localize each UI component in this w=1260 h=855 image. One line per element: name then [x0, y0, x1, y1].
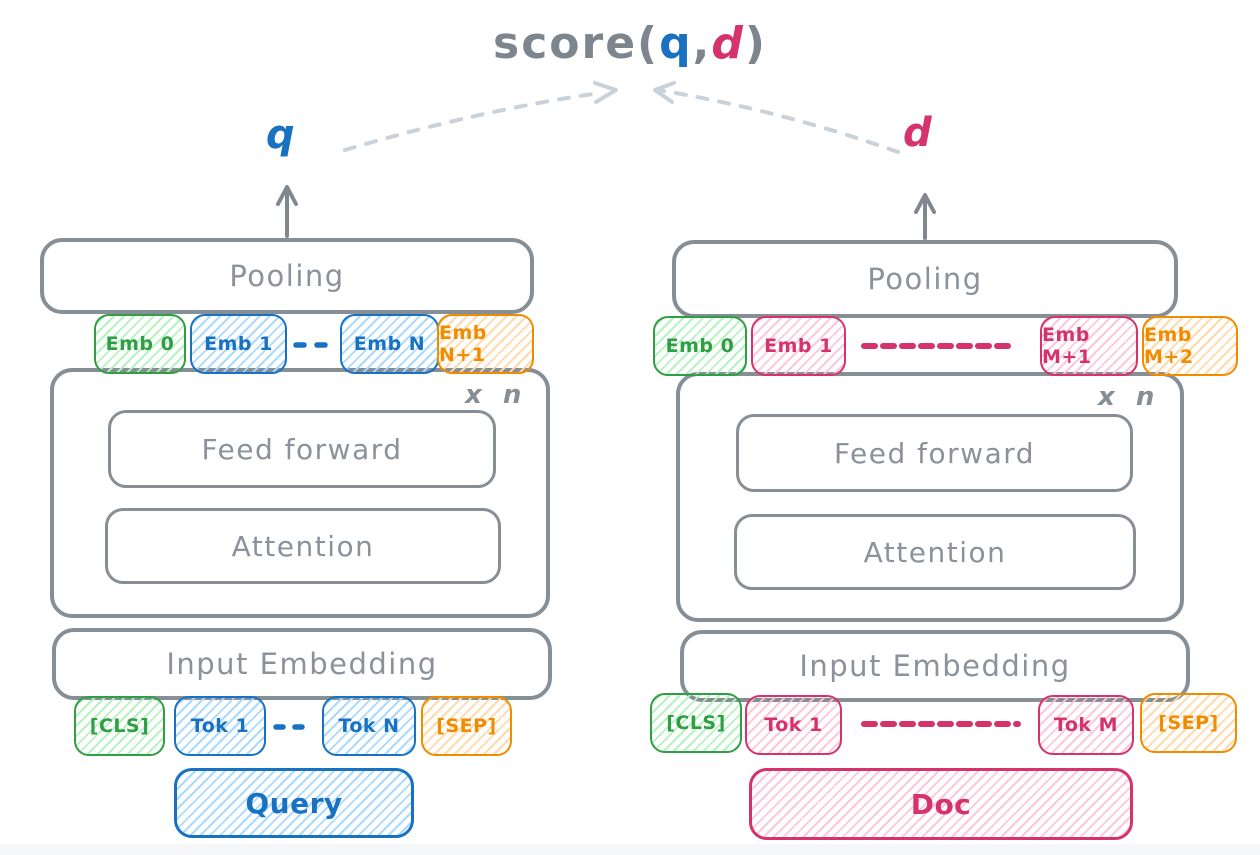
query-feed-forward-label: Feed forward [201, 432, 403, 466]
doc-input-label: Doc [910, 787, 972, 821]
doc-tok-m-chip: Tok M [1038, 695, 1134, 755]
query-encoder-box [50, 368, 550, 618]
query-emb-1-label: Emb 1 [204, 333, 273, 355]
doc-feed-forward-box: Feed forward [736, 414, 1133, 492]
query-tok-n-label: Tok N [338, 715, 400, 737]
query-input-label: Query [245, 786, 343, 820]
doc-attention-label: Attention [863, 535, 1007, 569]
query-output-label: q [266, 112, 295, 158]
doc-output-label: d [903, 110, 932, 156]
query-input-embedding-label: Input Embedding [166, 647, 438, 681]
query-sep-label: [SEP] [436, 715, 497, 737]
doc-input-embedding-label: Input Embedding [799, 649, 1071, 683]
doc-cls-label: [CLS] [666, 712, 726, 734]
doc-pooling-label: Pooling [867, 262, 983, 296]
query-tok-n-chip: Tok N [322, 696, 416, 756]
query-sep-chip: [SEP] [421, 696, 512, 756]
doc-emb-0-chip: Emb 0 [653, 316, 747, 376]
doc-tok-1-label: Tok 1 [764, 714, 823, 736]
query-tok-1-label: Tok 1 [190, 715, 250, 737]
query-score-dashed-arrow [343, 81, 618, 152]
doc-attention-box: Attention [734, 514, 1136, 590]
query-feed-forward-box: Feed forward [108, 410, 496, 488]
score-title-d: d [711, 18, 745, 69]
query-output-arrow [276, 185, 298, 238]
score-title-prefix: score( [493, 18, 660, 69]
query-emb-0-chip: Emb 0 [94, 314, 186, 374]
query-emb-n1-label: Emb N+1 [439, 322, 487, 366]
query-pooling-box: Pooling [40, 238, 534, 314]
doc-emb-1-chip: Emb 1 [751, 316, 846, 376]
query-input-box: Query [174, 768, 414, 838]
doc-sep-chip: [SEP] [1140, 693, 1237, 753]
score-title-comma: , [692, 18, 712, 69]
query-attention-box: Attention [105, 508, 501, 584]
query-cls-label: [CLS] [89, 715, 150, 737]
query-emb-0-label: Emb 0 [105, 333, 175, 355]
query-emb-1-chip: Emb 1 [190, 314, 287, 374]
doc-encoder-box [676, 372, 1184, 622]
doc-input-embedding-box: Input Embedding [680, 630, 1190, 702]
doc-emb-m1-label: Emb M+1 [1042, 324, 1092, 368]
doc-feed-forward-label: Feed forward [833, 436, 1036, 470]
doc-emb-m2-label: Emb M+2 [1144, 324, 1194, 368]
doc-sep-label: [SEP] [1158, 712, 1219, 734]
doc-emb-m2-chip: Emb M+2 [1142, 316, 1238, 376]
query-emb-n1-chip: Emb N+1 [437, 314, 534, 374]
doc-tok-m-label: Tok M [1053, 714, 1119, 736]
doc-output-arrow [914, 193, 936, 240]
doc-pooling-box: Pooling [672, 240, 1178, 318]
query-pooling-label: Pooling [229, 259, 345, 293]
doc-cls-chip: [CLS] [650, 693, 742, 753]
doc-input-box: Doc [749, 768, 1133, 840]
doc-emb-0-label: Emb 0 [665, 335, 735, 357]
query-emb-n-chip: Emb N [340, 314, 439, 374]
query-attention-label: Attention [231, 529, 375, 563]
doc-score-dashed-arrow [653, 81, 900, 154]
query-encoder-repeat-label: x n [465, 380, 528, 410]
query-cls-chip: [CLS] [74, 696, 165, 756]
score-title-q: q [659, 18, 693, 69]
doc-emb-1-label: Emb 1 [764, 335, 833, 357]
doc-tok-1-chip: Tok 1 [745, 695, 842, 755]
query-tok-1-chip: Tok 1 [174, 696, 266, 756]
doc-emb-m1-chip: Emb M+1 [1040, 316, 1138, 376]
bottom-page-edge [0, 844, 1260, 855]
query-input-embedding-box: Input Embedding [52, 628, 552, 700]
query-emb-n-label: Emb N [353, 333, 426, 355]
score-title-suffix: ) [744, 18, 767, 69]
score-title: score(q,d) [0, 18, 1260, 69]
doc-encoder-repeat-label: x n [1098, 382, 1161, 412]
